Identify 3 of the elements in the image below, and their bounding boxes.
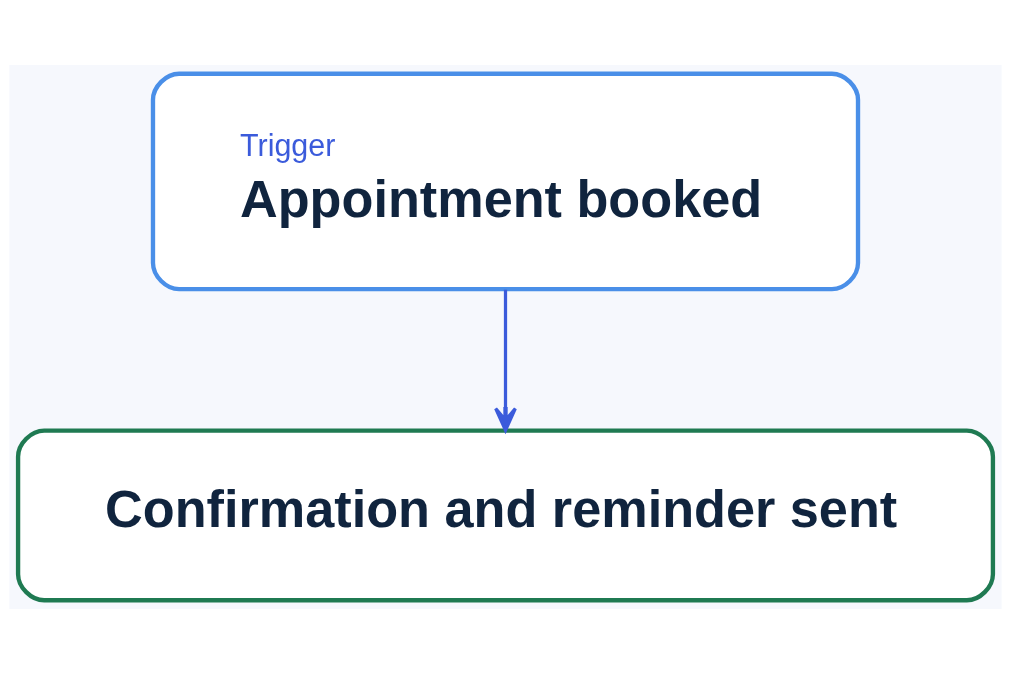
arrow — [493, 289, 517, 432]
node-box: Confirmation and reminder sent — [15, 428, 995, 603]
node-box: Trigger Appointment booked — [150, 71, 860, 292]
